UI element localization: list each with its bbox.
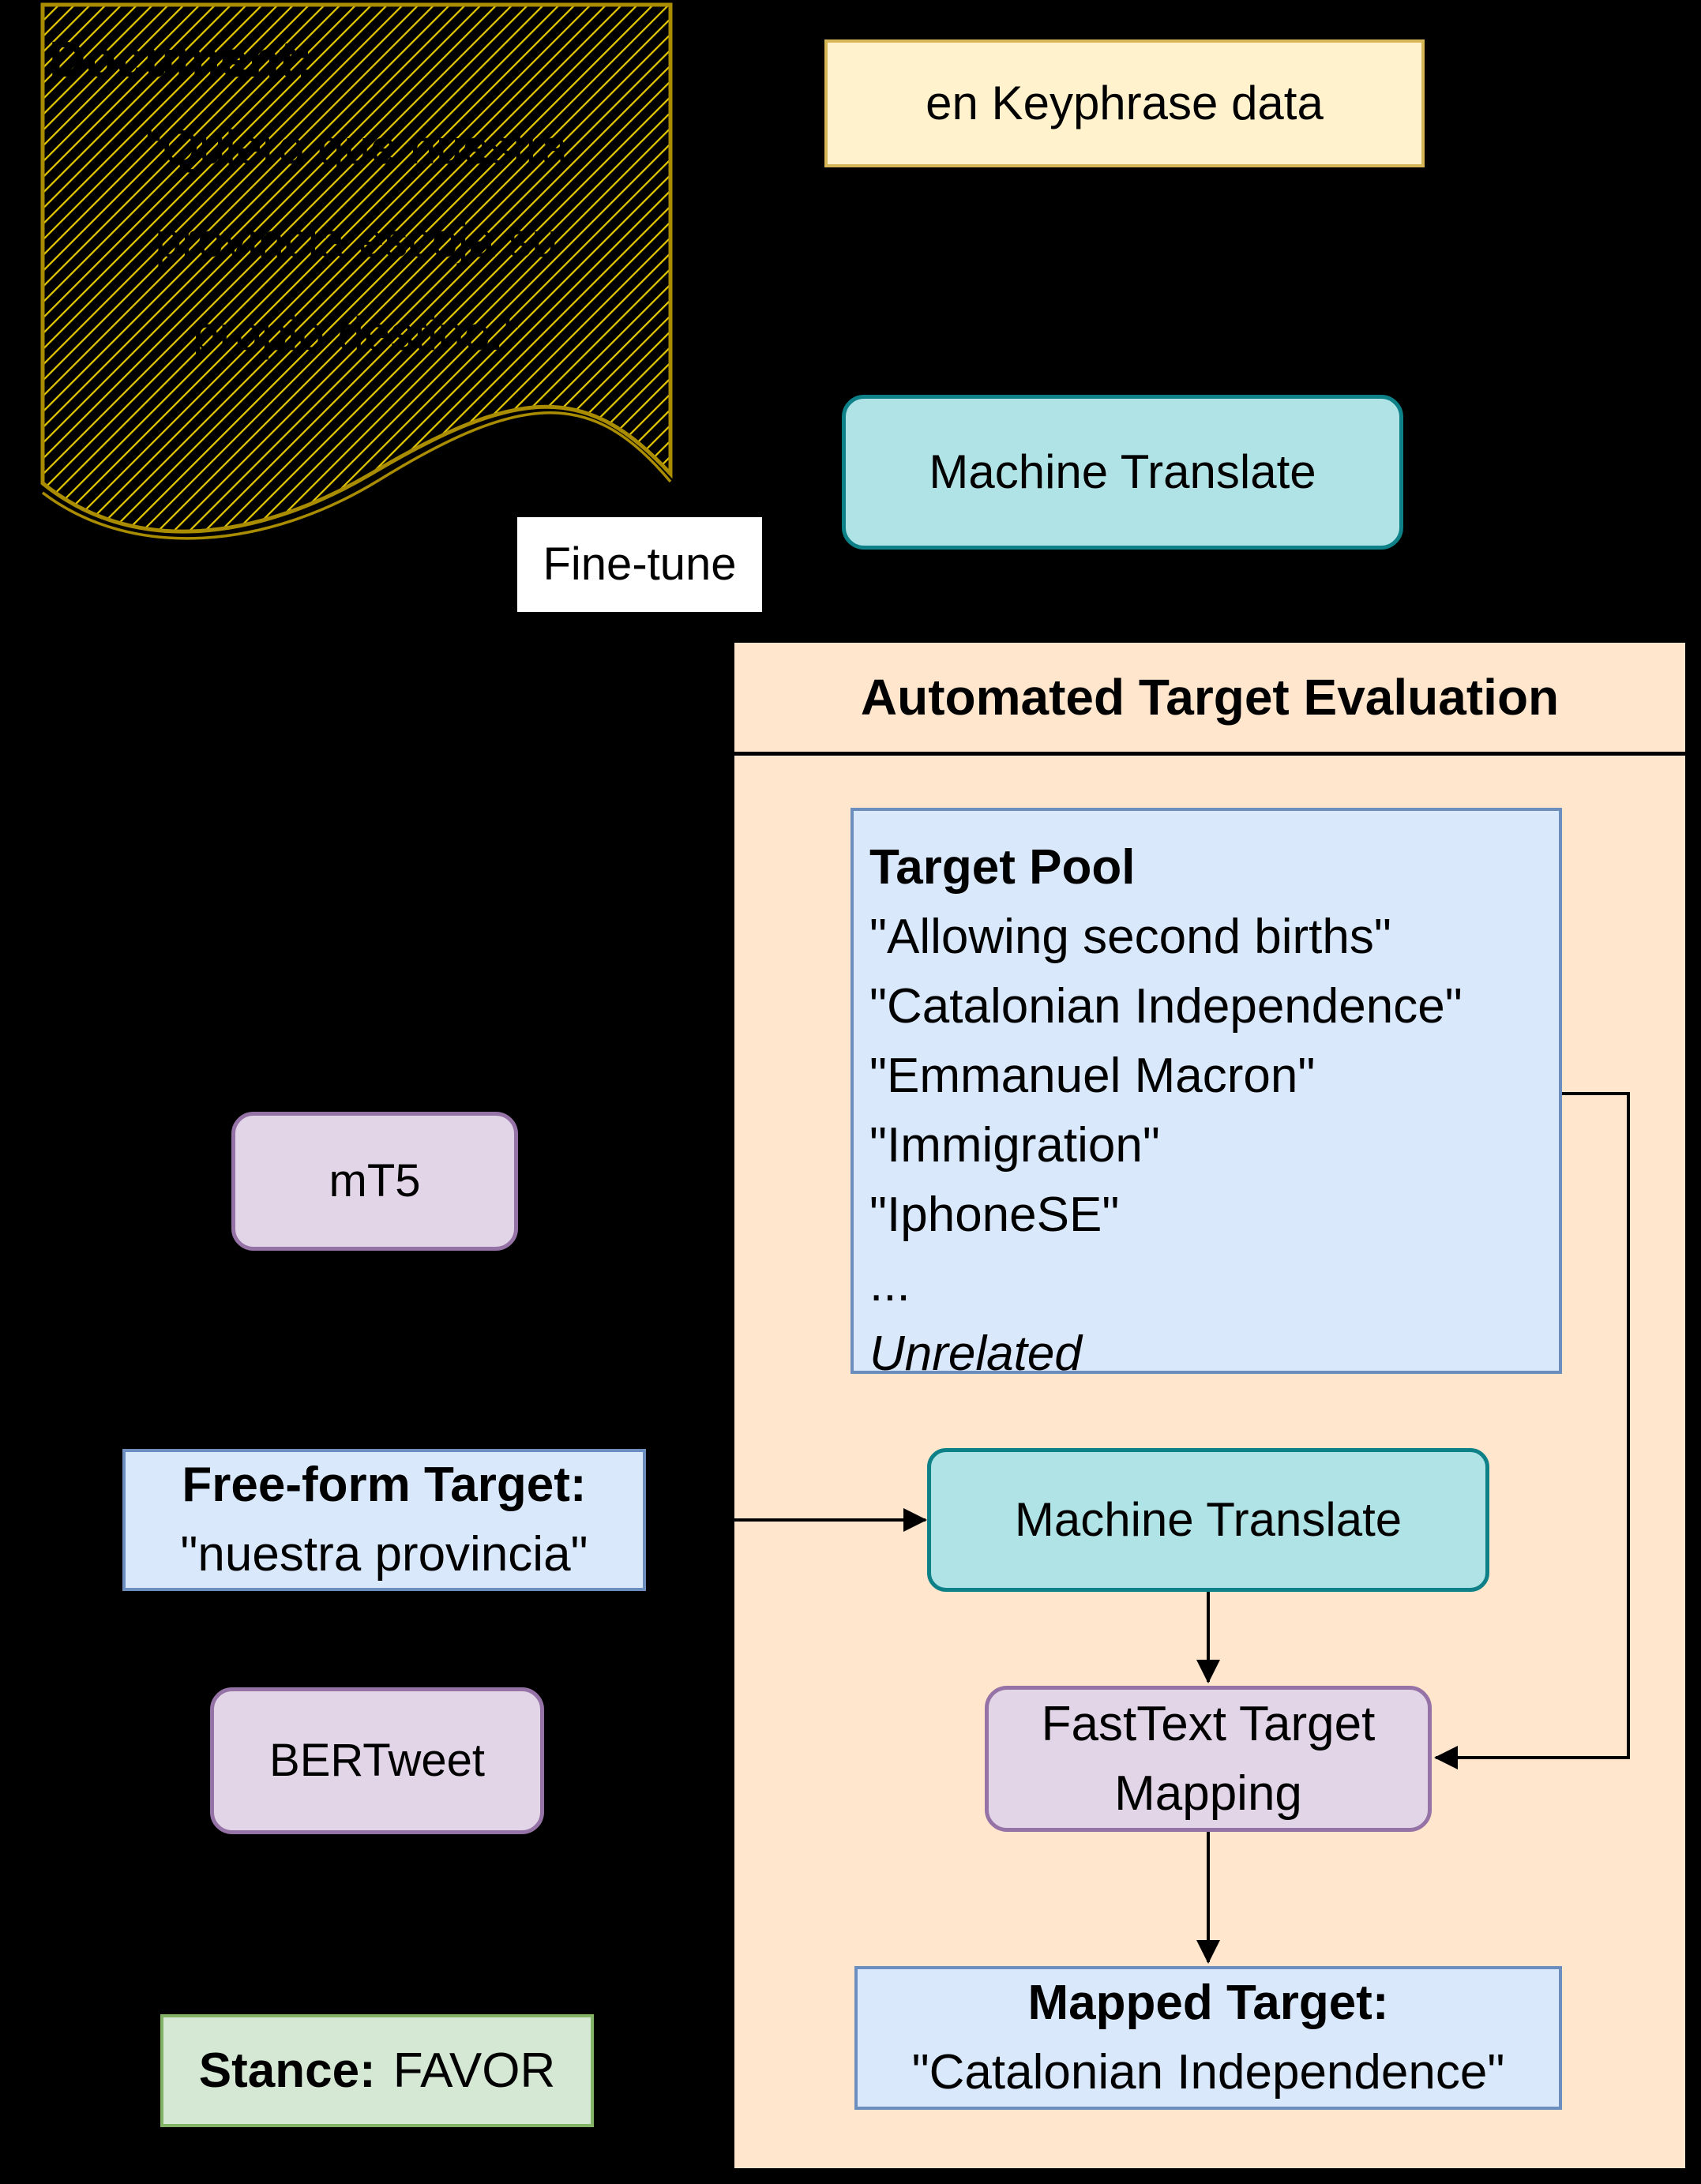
document-sketch-stroke-right: [378, 411, 672, 483]
fine-tune-text: Fine-tune: [543, 538, 737, 591]
stance-box: Stance: FAVOR: [160, 2014, 594, 2127]
fine-tune-edge-label: Fine-tune: [517, 517, 762, 612]
target-pool-item: "Emmanuel Macron": [869, 1049, 1316, 1103]
machine-translate-top-box: Machine Translate: [842, 395, 1403, 550]
panel-title: Automated Target Evaluation: [860, 669, 1560, 726]
mt5-box: mT5: [231, 1112, 518, 1251]
free-form-target-box: Free-form Target: "nuestra provincia": [122, 1449, 646, 1591]
machine-translate-top-label: Machine Translate: [929, 445, 1316, 498]
document-text-line: propio destino.": [193, 307, 520, 360]
free-form-target-title: Free-form Target:: [182, 1458, 587, 1512]
mt5-label: mT5: [329, 1155, 421, 1207]
target-pool-item: "Catalonian Independence": [869, 979, 1463, 1034]
document-text-line: "Quiero que nuestra: [145, 121, 568, 174]
panel-title-separator: [734, 752, 1685, 756]
target-pool-box: Target Pool "Allowing second births" "Ca…: [850, 808, 1562, 1381]
document-sketch-stroke-left: [41, 478, 380, 540]
mapped-target-box: Mapped Target: "Catalonian Independence": [854, 1966, 1562, 2110]
target-pool-title: Target Pool: [869, 840, 1136, 895]
machine-translate-inner-label: Machine Translate: [1014, 1493, 1402, 1546]
target-pool-item: ...: [869, 1257, 911, 1312]
target-pool-item: "Immigration": [869, 1118, 1160, 1173]
mapped-target-value: "Catalonian Independence": [911, 2045, 1505, 2100]
target-pool-item-unrelated: Unrelated: [869, 1327, 1082, 1381]
stance-title: Stance:: [198, 2043, 376, 2098]
document-text-line: provincia escoja su: [155, 214, 558, 267]
keyphrase-data-box: en Keyphrase data: [824, 39, 1425, 167]
free-form-target-value: "nuestra provincia": [180, 1527, 588, 1582]
stance-value: FAVOR: [392, 2043, 556, 2098]
document-text: "Quiero que nuestra provincia escoja su …: [43, 101, 670, 381]
bertweet-label: BERTweet: [269, 1735, 485, 1787]
target-pool-item: "IphoneSE": [869, 1188, 1120, 1242]
keyphrase-data-label: en Keyphrase data: [926, 77, 1324, 129]
fasttext-mapping-label-line2: Mapping: [1114, 1766, 1302, 1821]
target-pool-item: "Allowing second births": [869, 910, 1391, 964]
machine-translate-inner-box: Machine Translate: [927, 1448, 1489, 1592]
fasttext-mapping-label-line1: FastText Target: [1041, 1696, 1376, 1751]
mapped-target-title: Mapped Target:: [1027, 1976, 1389, 2030]
document-outline: [40, 2, 673, 534]
arrow-target-pool-to-fasttext: [1434, 1092, 1630, 1769]
document-label: Document:: [49, 31, 314, 88]
fasttext-mapping-box: FastText Target Mapping: [985, 1686, 1432, 1832]
bertweet-box: BERTweet: [210, 1687, 544, 1834]
